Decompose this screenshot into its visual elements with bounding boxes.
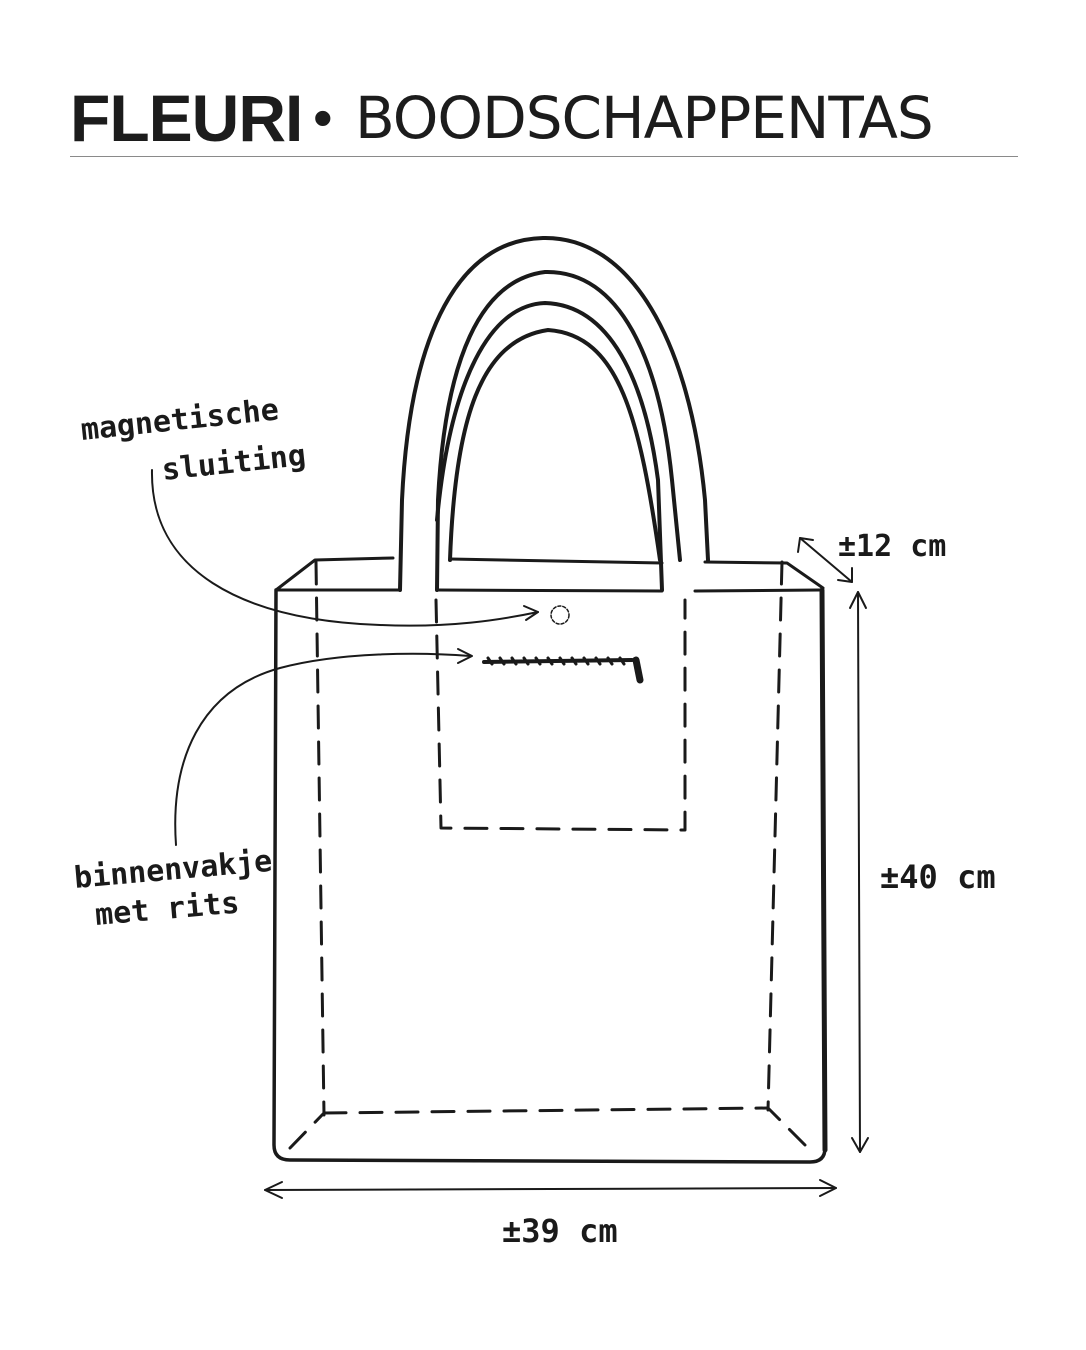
depth-dimension-label: ±12 cm	[838, 529, 946, 564]
magnetic-callout-arrow	[150, 469, 539, 627]
page-header: FLEURI • BOODSCHAPPENTAS	[70, 78, 1020, 158]
inner-pocket	[434, 598, 687, 832]
height-dimension-arrow	[849, 591, 869, 1153]
handle-inner	[435, 301, 664, 592]
depth-dimension-arrow	[797, 537, 853, 583]
handle-outer	[398, 235, 710, 592]
bag-body	[272, 587, 828, 1164]
height-dimension-label: ±40 cm	[880, 858, 996, 896]
magnetic-callout-label-line1: magnetische	[79, 392, 280, 448]
magnetic-callout-label-line2: sluiting	[160, 438, 307, 488]
header-divider	[70, 156, 1018, 157]
width-dimension-label: ±39 cm	[502, 1212, 618, 1250]
zipper-icon	[482, 656, 644, 684]
product-title: BOODSCHAPPENTAS	[355, 84, 934, 152]
width-dimension-arrow	[264, 1179, 837, 1199]
brand-title: FLEURI	[70, 81, 303, 155]
magnetic-closure-icon	[550, 605, 570, 625]
pocket-callout-label-line2: met rits	[94, 886, 241, 933]
title-separator: •	[313, 86, 333, 149]
bag-stitching	[288, 560, 807, 1150]
pocket-callout-arrow	[174, 648, 473, 846]
bag-rim	[274, 556, 825, 593]
pocket-callout-label-line1: binnenvakje	[73, 844, 274, 896]
